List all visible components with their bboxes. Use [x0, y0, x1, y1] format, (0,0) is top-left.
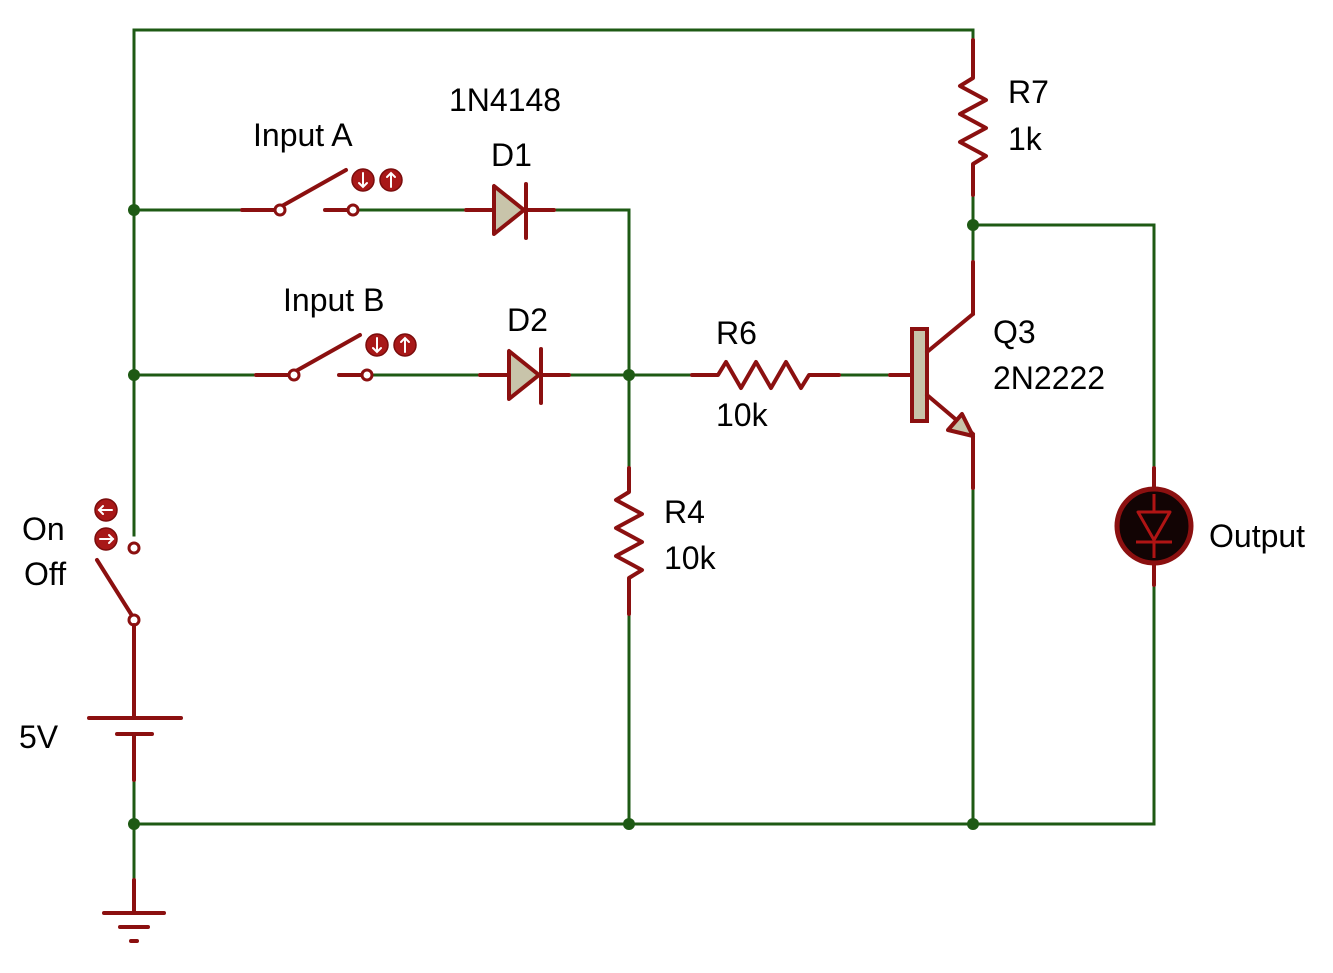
junction-dot	[623, 818, 635, 830]
input-a-switch[interactable]	[240, 168, 360, 217]
resistor-r4	[614, 466, 644, 616]
output-led	[1114, 466, 1194, 587]
transistor-q3	[888, 260, 975, 490]
power-on-button[interactable]	[94, 498, 118, 522]
battery	[87, 638, 183, 782]
battery-value-label: 5V	[19, 719, 59, 755]
junction-dot	[128, 818, 140, 830]
d1-ref-label: D1	[491, 137, 532, 173]
arrow-up-icon	[400, 336, 410, 353]
input-b-label: Input B	[283, 282, 384, 318]
input-a-up-button[interactable]	[379, 168, 403, 192]
arrow-left-icon	[97, 505, 113, 515]
arrow-right-icon	[99, 534, 115, 544]
power-switch[interactable]	[95, 541, 141, 642]
junction-dot	[128, 369, 140, 381]
input-a-label: Input A	[253, 117, 353, 153]
junction-dot	[128, 204, 140, 216]
arrow-down-icon	[372, 337, 382, 354]
junction-dot	[967, 219, 979, 231]
resistor-r6	[690, 360, 841, 390]
arrow-up-icon	[386, 171, 396, 188]
junction-dot	[967, 818, 979, 830]
power-off-button[interactable]	[94, 527, 118, 551]
wires	[132, 28, 1156, 882]
d2-ref-label: D2	[507, 302, 548, 338]
input-b-switch[interactable]	[254, 333, 374, 382]
input-a-down-button[interactable]	[351, 168, 375, 192]
arrow-down-icon	[358, 172, 368, 189]
r7-value-label: 1k	[1008, 121, 1043, 157]
power-on-label: On	[22, 511, 65, 547]
output-led-label: Output	[1209, 518, 1305, 554]
r4-value-label: 10k	[664, 540, 717, 576]
junction-dot	[623, 369, 635, 381]
resistor-r7	[958, 38, 988, 197]
junctions	[128, 204, 979, 830]
diode-d1	[464, 182, 556, 240]
power-off-label: Off	[24, 556, 66, 592]
r6-ref-label: R6	[716, 315, 757, 351]
ground-icon	[102, 878, 166, 943]
diode-d2	[478, 347, 571, 405]
r4-ref-label: R4	[664, 494, 705, 530]
q3-ref-label: Q3	[993, 314, 1036, 350]
r6-value-label: 10k	[716, 397, 769, 433]
input-b-down-button[interactable]	[365, 333, 389, 357]
r7-ref-label: R7	[1008, 74, 1049, 110]
d1-value-label: 1N4148	[449, 82, 561, 118]
q3-value-label: 2N2222	[993, 360, 1105, 396]
input-b-up-button[interactable]	[393, 333, 417, 357]
